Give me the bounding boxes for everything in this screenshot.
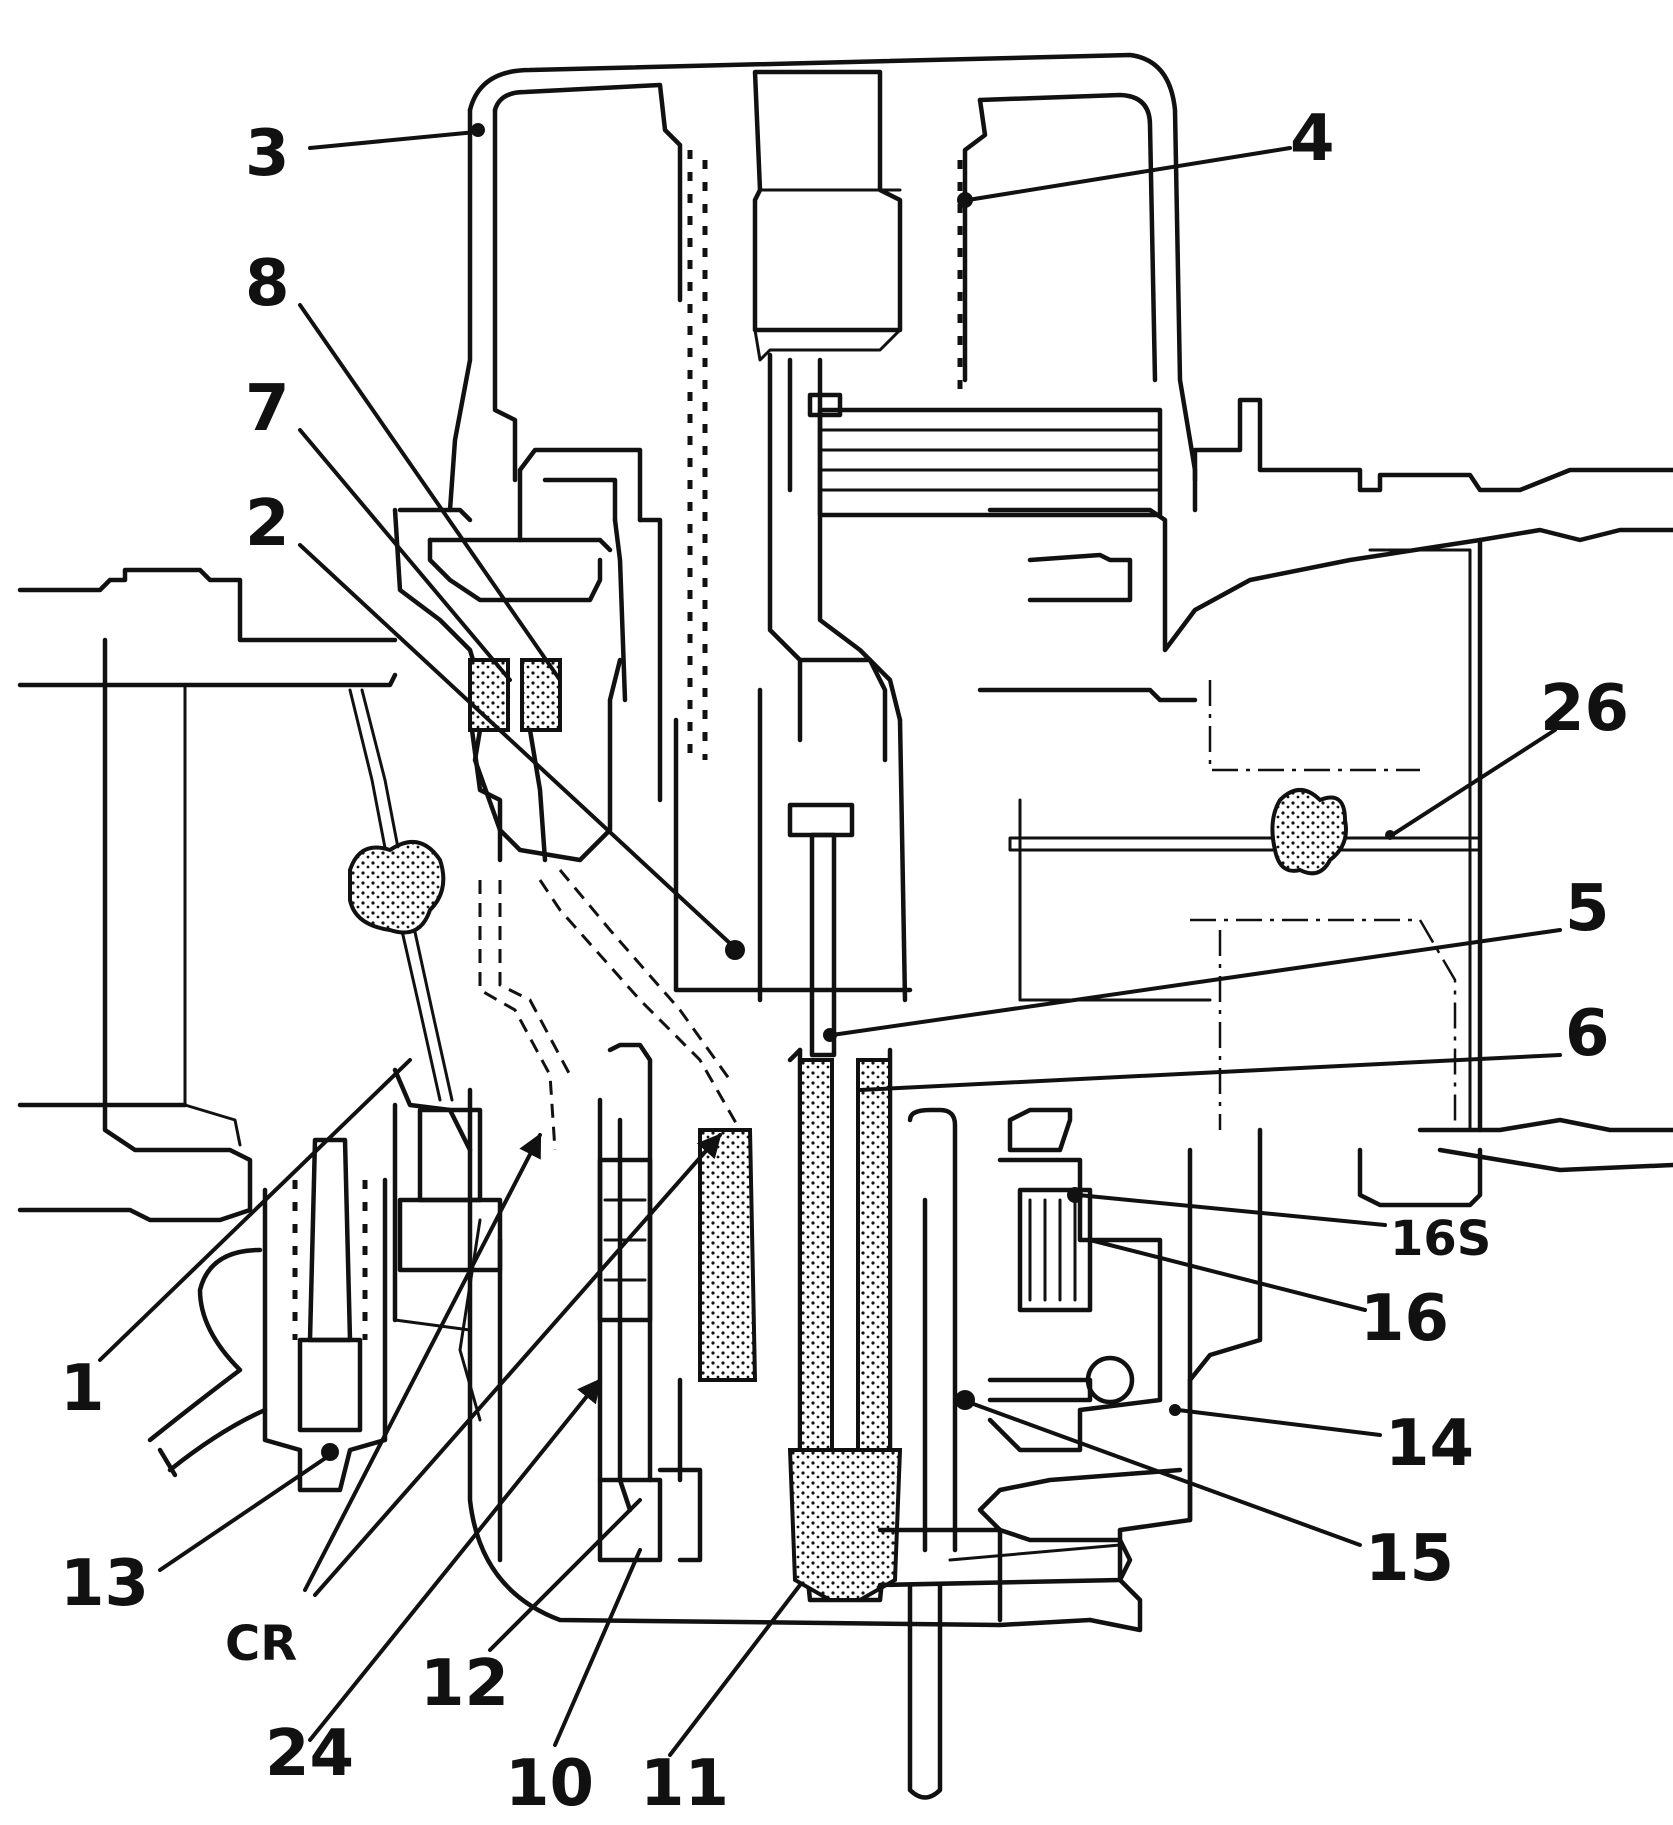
air-passage bbox=[17, 397, 1673, 1223]
callout-11: 11 bbox=[640, 1747, 729, 1821]
leader-lines bbox=[98, 130, 1562, 1757]
callout-26: 26 bbox=[1540, 672, 1629, 746]
throttle-plate-left bbox=[348, 688, 454, 1102]
callout-5: 5 bbox=[1565, 872, 1610, 946]
callout-12: 12 bbox=[420, 1647, 509, 1721]
callout-24: 24 bbox=[265, 1717, 354, 1791]
callout-1: 1 bbox=[60, 1352, 105, 1426]
inner-passage bbox=[517, 447, 663, 803]
pilot-jets-block bbox=[392, 507, 742, 1151]
top-cover bbox=[447, 52, 1198, 760]
callout-15: 15 bbox=[1365, 1522, 1454, 1596]
callout-6: 6 bbox=[1565, 997, 1610, 1071]
callout-16: 16 bbox=[1360, 1282, 1449, 1356]
callout-CR: CR bbox=[225, 1616, 297, 1672]
callout-2: 2 bbox=[245, 487, 290, 561]
slide-plate bbox=[807, 392, 1163, 518]
needle-slide bbox=[673, 352, 913, 1058]
callout-8: 8 bbox=[245, 247, 290, 321]
callout-13: 13 bbox=[60, 1547, 149, 1621]
choke-plunger bbox=[147, 1107, 503, 1493]
callout-7: 7 bbox=[245, 372, 290, 446]
callout-labels: 3 4 8 7 2 26 5 6 1 13 CR 24 12 10 11 16S… bbox=[60, 102, 1629, 1821]
callout-3: 3 bbox=[245, 117, 290, 191]
idle-jet-assembly bbox=[597, 1042, 758, 1563]
main-jet-assembly bbox=[787, 1047, 903, 1603]
callout-14: 14 bbox=[1385, 1407, 1474, 1481]
float-needle-valve bbox=[877, 1107, 1163, 1800]
callout-4: 4 bbox=[1290, 102, 1335, 176]
butterfly-valve bbox=[1008, 788, 1482, 876]
callout-16S: 16S bbox=[1390, 1211, 1491, 1267]
callout-10: 10 bbox=[505, 1747, 594, 1821]
